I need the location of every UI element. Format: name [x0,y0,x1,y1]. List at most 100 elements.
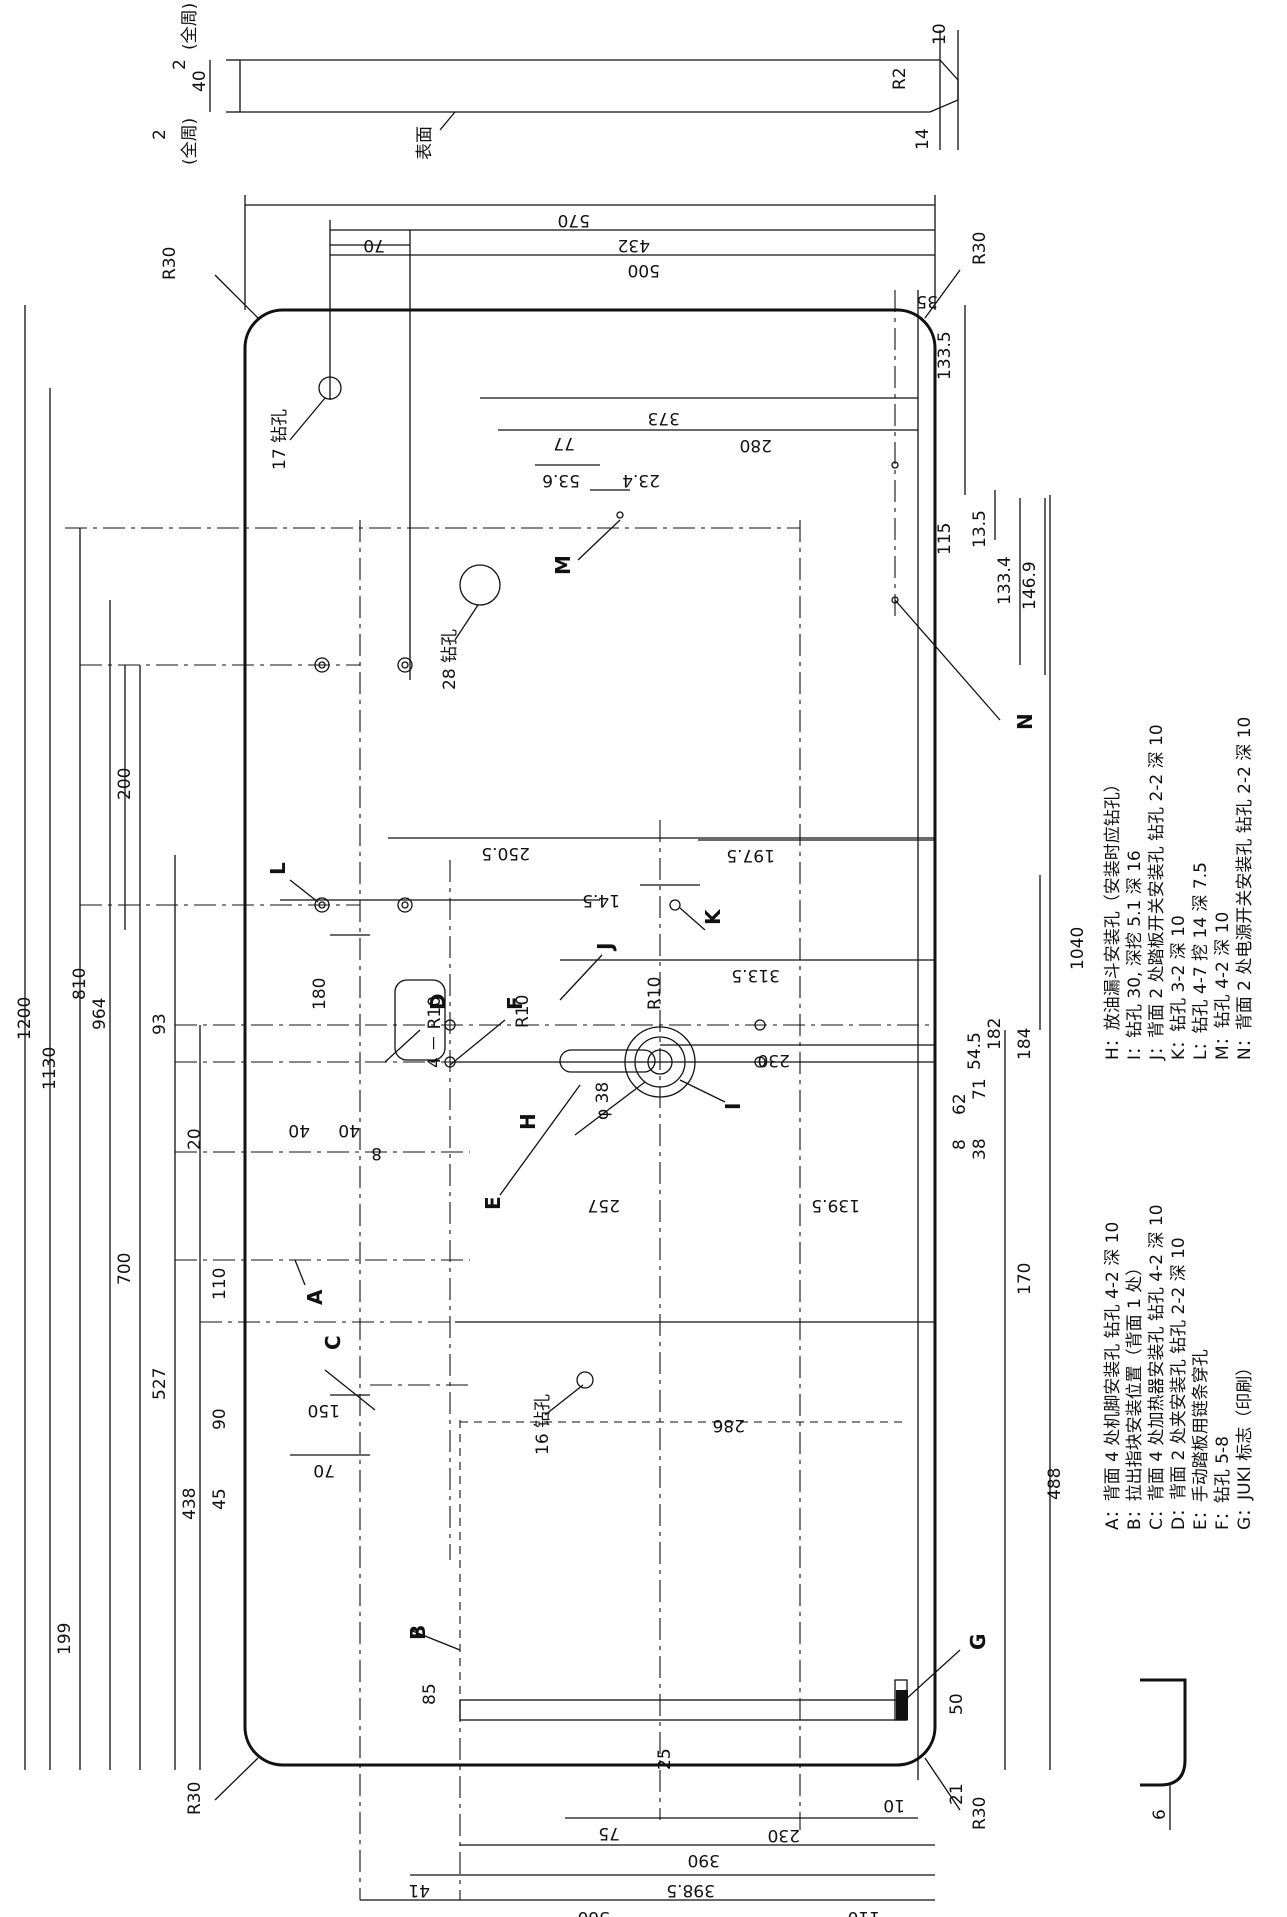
label-28-drill: 28 钻孔 [440,629,460,690]
dim-8: 8 [371,1143,382,1163]
center-lines [65,290,935,1900]
marker-h: H [516,1113,540,1130]
legend-right: H：放油漏斗安装孔（安装时应钻孔） I：钻孔 30, 深挖 5.1 深 16 J… [1103,717,1255,1061]
dim-257: 257 [588,1195,620,1215]
dim-38: 38 [970,1138,990,1160]
chain-slot [559,1049,656,1073]
dim-54-5: 54.5 [965,1032,985,1070]
dim-182: 182 [985,1018,1005,1050]
dim-20: 20 [185,1128,205,1150]
dim-1040: 1040 [1068,927,1088,970]
legend-f: F：钻孔 5-8 [1213,1436,1233,1530]
legend-c: C：背面 4 处加热器安装孔 钻孔 4-2 深 10 [1147,1204,1167,1530]
dim-180: 180 [310,978,330,1010]
dim-25: 25 [655,1748,675,1770]
dim-110: 110 [848,1907,880,1917]
leaders [289,397,1001,1701]
dim-75: 75 [598,1823,620,1843]
dim-700: 700 [115,1253,135,1285]
dim-438: 438 [180,1488,200,1520]
dim-70-low: 70 [313,1460,335,1480]
dim-85: 85 [420,1683,440,1705]
radius-bottom-left: R30 [185,1782,205,1815]
dim-133-4: 133.4 [995,556,1015,605]
dim-432: 432 [618,235,650,255]
width-dimension-lines [244,195,936,1901]
dim-133-5: 133.5 [935,331,955,380]
dim-197-5: 197.5 [726,845,775,865]
profile-dim-10: 10 [930,23,950,45]
rectangular-cutout [394,979,446,1061]
drill-hole-28 [459,564,501,606]
dim-527: 527 [150,1368,170,1400]
legend-n: N：背面 2 处电源开关安装孔 钻孔 2-2 深 10 [1235,717,1255,1060]
dim-53-6: 53.6 [542,470,580,490]
dim-70-top: 70 [363,235,385,255]
width-dimension-texts: 570 432 500 70 35 373 280 77 53.6 23.4 2… [185,210,938,1917]
legend-b: B：拉出指块安装位置（背面 1 处） [1125,1259,1145,1530]
dim-13-5: 13.5 [970,510,990,548]
marker-f: F [503,996,527,1010]
dim-1200: 1200 [15,997,35,1040]
dim-150: 150 [308,1400,340,1420]
label-phi38: φ 38 [593,1082,613,1120]
dim-373: 373 [648,408,680,428]
holes [314,376,908,1721]
legend-a: A：背面 4 处机脚安装孔 钻孔 4-2 深 10 [1103,1222,1123,1530]
legend-d: D：背面 2 处夹安装孔 钻孔 2-2 深 10 [1169,1237,1189,1530]
marker-n: N [1013,713,1037,730]
dim-139-5: 139.5 [811,1195,860,1215]
legend-m: M：钻孔 4-2 深 10 [1213,912,1233,1060]
marker-l: L [266,862,290,875]
dim-146-9: 146.9 [1020,561,1040,610]
legend-i: I：钻孔 30, 深挖 5.1 深 16 [1125,850,1145,1060]
dim-360: 360 [578,1907,610,1917]
label-r10-b: R10 [645,977,665,1010]
dim-286: 286 [713,1415,745,1435]
dim-488: 488 [1045,1468,1065,1500]
dim-964: 964 [90,998,110,1030]
dim-390: 390 [688,1850,720,1870]
legend-j: J：背面 2 处踏板开关安装孔 钻孔 2-2 深 10 [1147,724,1167,1061]
profile-chamfer-top: 2 [170,59,190,70]
profile-surface-label: 表面 [415,126,435,160]
dim-313-5: 313.5 [731,965,780,985]
dim-45: 45 [210,1488,230,1510]
radius-top-right: R30 [970,232,990,265]
table-outline [243,290,937,1780]
dim-184: 184 [1015,1028,1035,1060]
marker-m: M [551,555,575,575]
legend-g: G：JUKI 标志（印刷） [1235,1359,1255,1530]
dim-6: 6 [1150,1809,1170,1820]
dim-570: 570 [558,210,590,230]
dim-93: 93 [150,1013,170,1035]
oil-funnel-hole [624,1026,696,1098]
marker-j: J [593,943,617,952]
dim-230-mid: 230 [758,1050,790,1070]
height-dimension-lines [24,305,1051,1770]
dim-199: 199 [55,1623,75,1655]
radius-bottom-right: R30 [970,1797,990,1830]
marker-i: I [721,1103,745,1110]
legend-e: E：手动踏板用链条穿孔 [1191,1349,1211,1530]
dim-71: 71 [970,1078,990,1100]
edge-profile-view: 40 2 (全周) 2 (全周) 表面 R2 10 14 [150,3,959,165]
dim-41: 41 [408,1880,430,1900]
dim-10-bottom: 10 [883,1795,905,1815]
radius-top-left: R30 [160,247,180,280]
dim-230-bottom: 230 [768,1825,800,1845]
dim-21: 21 [947,1783,967,1805]
dim-62: 62 [950,1093,970,1115]
label-r10-a: R10 [513,995,533,1028]
label-16-drill: 16 钻孔 [533,1394,553,1455]
dim-500: 500 [628,260,660,280]
dim-170: 170 [1015,1263,1035,1295]
drill-hole-16 [576,1371,594,1389]
height-dimension-texts: 1200 1130 810 964 700 527 438 199 200 93… [15,331,1170,1820]
legend-k: K：钻孔 3-2 深 10 [1169,915,1189,1060]
dim-50: 50 [947,1693,967,1715]
marker-c: C [321,1335,345,1350]
dim-250-5: 250.5 [481,843,530,863]
dim-23-4: 23.4 [622,470,660,490]
